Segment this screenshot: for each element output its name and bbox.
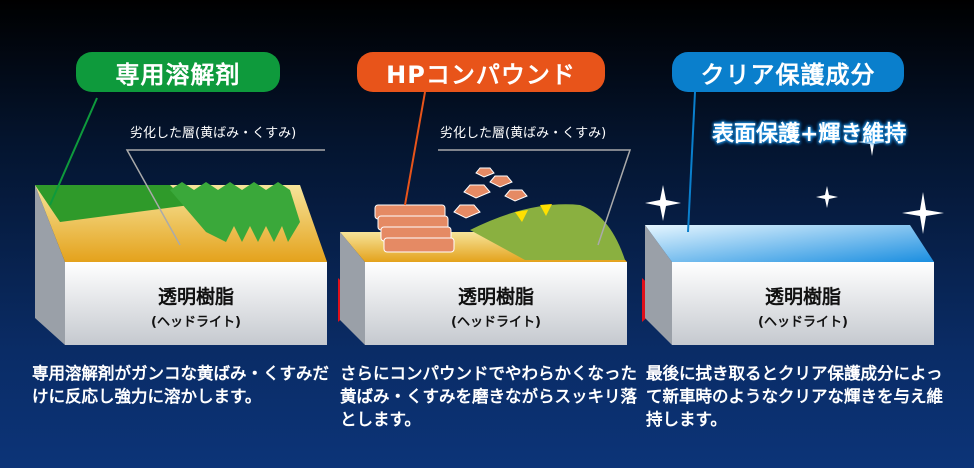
step3-resin-box (645, 91, 934, 345)
step3-title-badge: クリア保護成分 (672, 52, 904, 92)
step3-subtitle: 表面保護+輝き維持 (712, 122, 907, 147)
step2-description: さらにコンパウンドでやわらかくなった黄ばみ・くすみを磨きながらスッキリ落とします… (340, 364, 637, 429)
step2-resin-box (340, 91, 632, 345)
step1-title-badge: 専用溶解剤 (76, 52, 280, 92)
sparkle-icons (645, 128, 944, 234)
step1-box-label: 透明樹脂(ヘッドライト) (151, 286, 241, 330)
step2-title-badge: HPコンパウンド (357, 52, 605, 92)
step2-box-label: 透明樹脂(ヘッドライト) (451, 286, 541, 330)
step3-box-label: 透明樹脂(ヘッドライト) (758, 286, 848, 330)
step2-layer-label: 劣化した層(黄ばみ・くすみ) (440, 126, 607, 141)
step1-layer-label: 劣化した層(黄ばみ・くすみ) (130, 126, 297, 141)
step1-description: 専用溶解剤がガンコな黄ばみ・くすみだけに反応し強力に溶かします。 (32, 364, 329, 406)
step3-description: 最後に拭き取るとクリア保護成分によって新車時のようなクリアな輝きを与え維持します… (646, 364, 943, 429)
step1-resin-box (35, 97, 327, 345)
